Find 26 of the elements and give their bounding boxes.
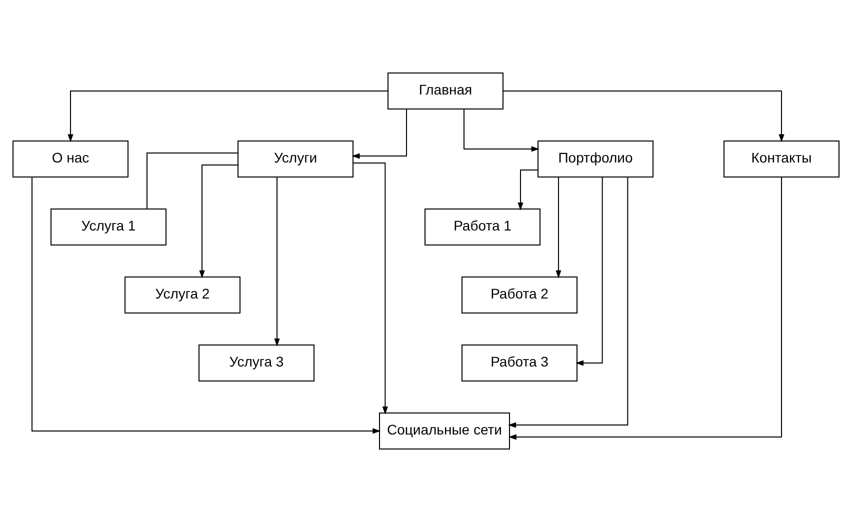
- arrow: [508, 176, 782, 440]
- arrow: [274, 176, 280, 346]
- node-box: Услуга 2: [124, 276, 240, 314]
- arrow: [576, 176, 603, 366]
- node-box: О нас: [12, 140, 128, 178]
- arrow: [556, 176, 562, 278]
- node-box: Услуга 1: [50, 208, 166, 246]
- arrow: [32, 176, 381, 434]
- node-box: Работа 1: [424, 208, 540, 246]
- arrow: [199, 164, 238, 278]
- node-box: Услуги: [238, 140, 354, 178]
- node-box: Портфолио: [538, 140, 654, 178]
- arrow: [352, 108, 407, 159]
- node-box: Контакты: [724, 140, 840, 178]
- node-box: Работа 2: [462, 276, 578, 314]
- node-box: Социальные сети: [379, 412, 510, 450]
- arrow: [502, 90, 784, 142]
- node-box: Работа 3: [462, 344, 578, 382]
- arrow: [464, 108, 540, 152]
- connector: [146, 152, 238, 210]
- node-box: Главная: [388, 72, 504, 110]
- arrow: [508, 176, 628, 428]
- node-box: Услуга 3: [198, 344, 314, 382]
- arrow: [68, 90, 388, 142]
- arrow: [352, 162, 388, 415]
- arrow: [518, 170, 538, 210]
